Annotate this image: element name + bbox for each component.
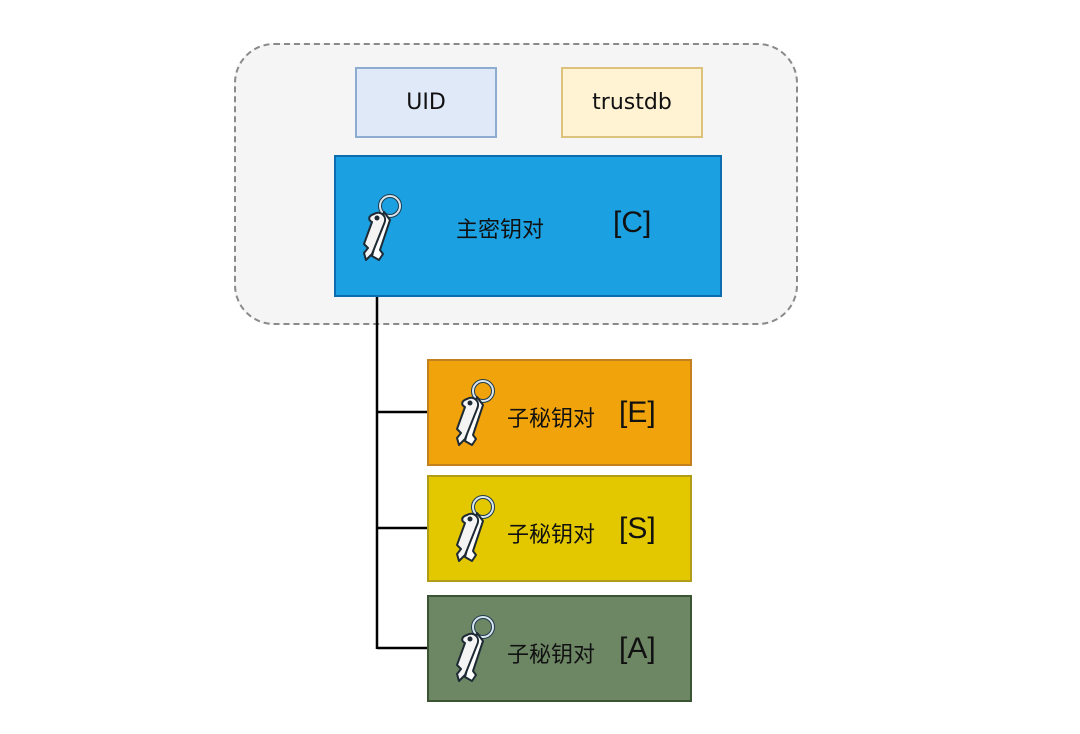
keys-icon bbox=[456, 495, 495, 562]
trustdb-label: trustdb bbox=[592, 90, 672, 115]
subkey-tag: [S] bbox=[619, 512, 656, 545]
uid-box: UID bbox=[355, 67, 497, 138]
uid-label: UID bbox=[406, 90, 446, 115]
trustdb-box: trustdb bbox=[561, 67, 703, 138]
master-key-tag: [C] bbox=[613, 206, 652, 239]
subkey-label: 子秘钥对 bbox=[507, 643, 596, 668]
subkey-label: 子秘钥对 bbox=[507, 523, 596, 548]
keys-icon bbox=[456, 379, 495, 446]
keys-icon bbox=[363, 194, 402, 261]
keys-icon bbox=[456, 615, 495, 682]
subkey-auth-box: 子秘钥对 [A] bbox=[427, 595, 692, 702]
subkey-encrypt-box: 子秘钥对 [E] bbox=[427, 359, 692, 466]
master-key-label: 主密钥对 bbox=[456, 218, 545, 243]
subkey-tag: [A] bbox=[619, 632, 656, 665]
subkey-tag: [E] bbox=[619, 396, 656, 429]
subkey-sign-box: 子秘钥对 [S] bbox=[427, 475, 692, 582]
master-key-box: 主密钥对 [C] bbox=[334, 155, 722, 297]
subkey-label: 子秘钥对 bbox=[507, 407, 596, 432]
